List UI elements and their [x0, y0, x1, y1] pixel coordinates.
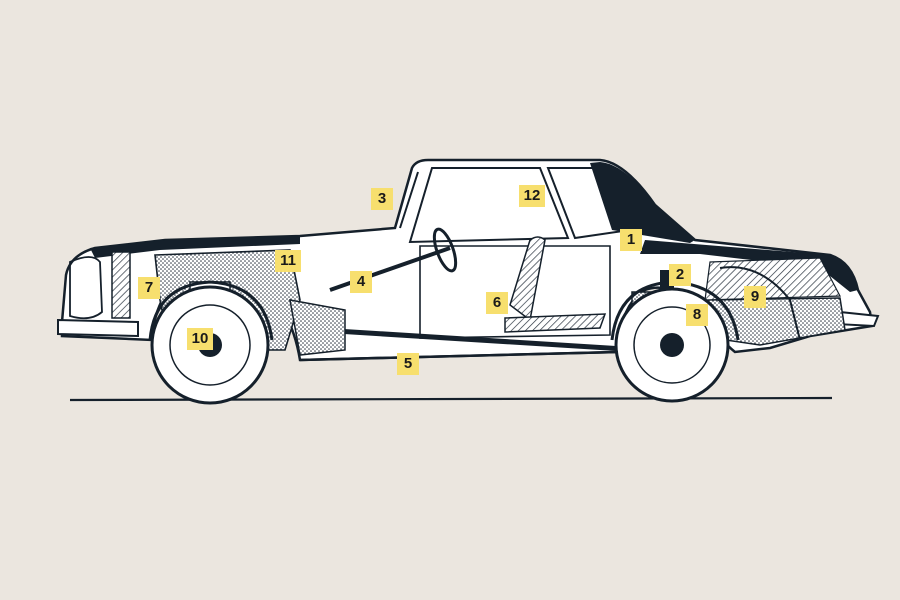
callout-10: 10: [187, 328, 213, 350]
callout-12: 12: [519, 185, 545, 207]
drive-shaft: [319, 327, 641, 353]
seat-cushion: [504, 313, 607, 333]
floor-pan: [299, 350, 619, 362]
door-outline: [419, 245, 611, 339]
seat-back: [509, 236, 546, 322]
callout-5: 5: [397, 353, 419, 375]
trunk-area: [704, 257, 841, 301]
callout-4: 4: [350, 271, 372, 293]
side-window: [408, 167, 570, 244]
callout-3: 3: [371, 188, 393, 210]
callout-11: 11: [275, 250, 301, 272]
headlight-housing: [69, 256, 103, 320]
windshield: [399, 171, 419, 229]
rear-inner-arch: [719, 266, 801, 341]
callout-2: 2: [669, 264, 691, 286]
front-wheel-arch: [148, 280, 274, 341]
callout-1: 1: [620, 229, 642, 251]
callout-9: 9: [744, 286, 766, 308]
callout-8: 8: [686, 304, 708, 326]
front-bumper: [57, 318, 139, 338]
steering-wheel: [432, 227, 458, 273]
rear-deck-shade: [640, 240, 858, 292]
radiator-grille: [111, 251, 131, 319]
rear-wheel: [614, 287, 730, 403]
rear-pillar-shade: [590, 162, 695, 243]
callout-7: 7: [138, 277, 160, 299]
gearbox: [289, 299, 346, 356]
hood-shade: [90, 236, 300, 258]
callout-6: 6: [486, 292, 508, 314]
